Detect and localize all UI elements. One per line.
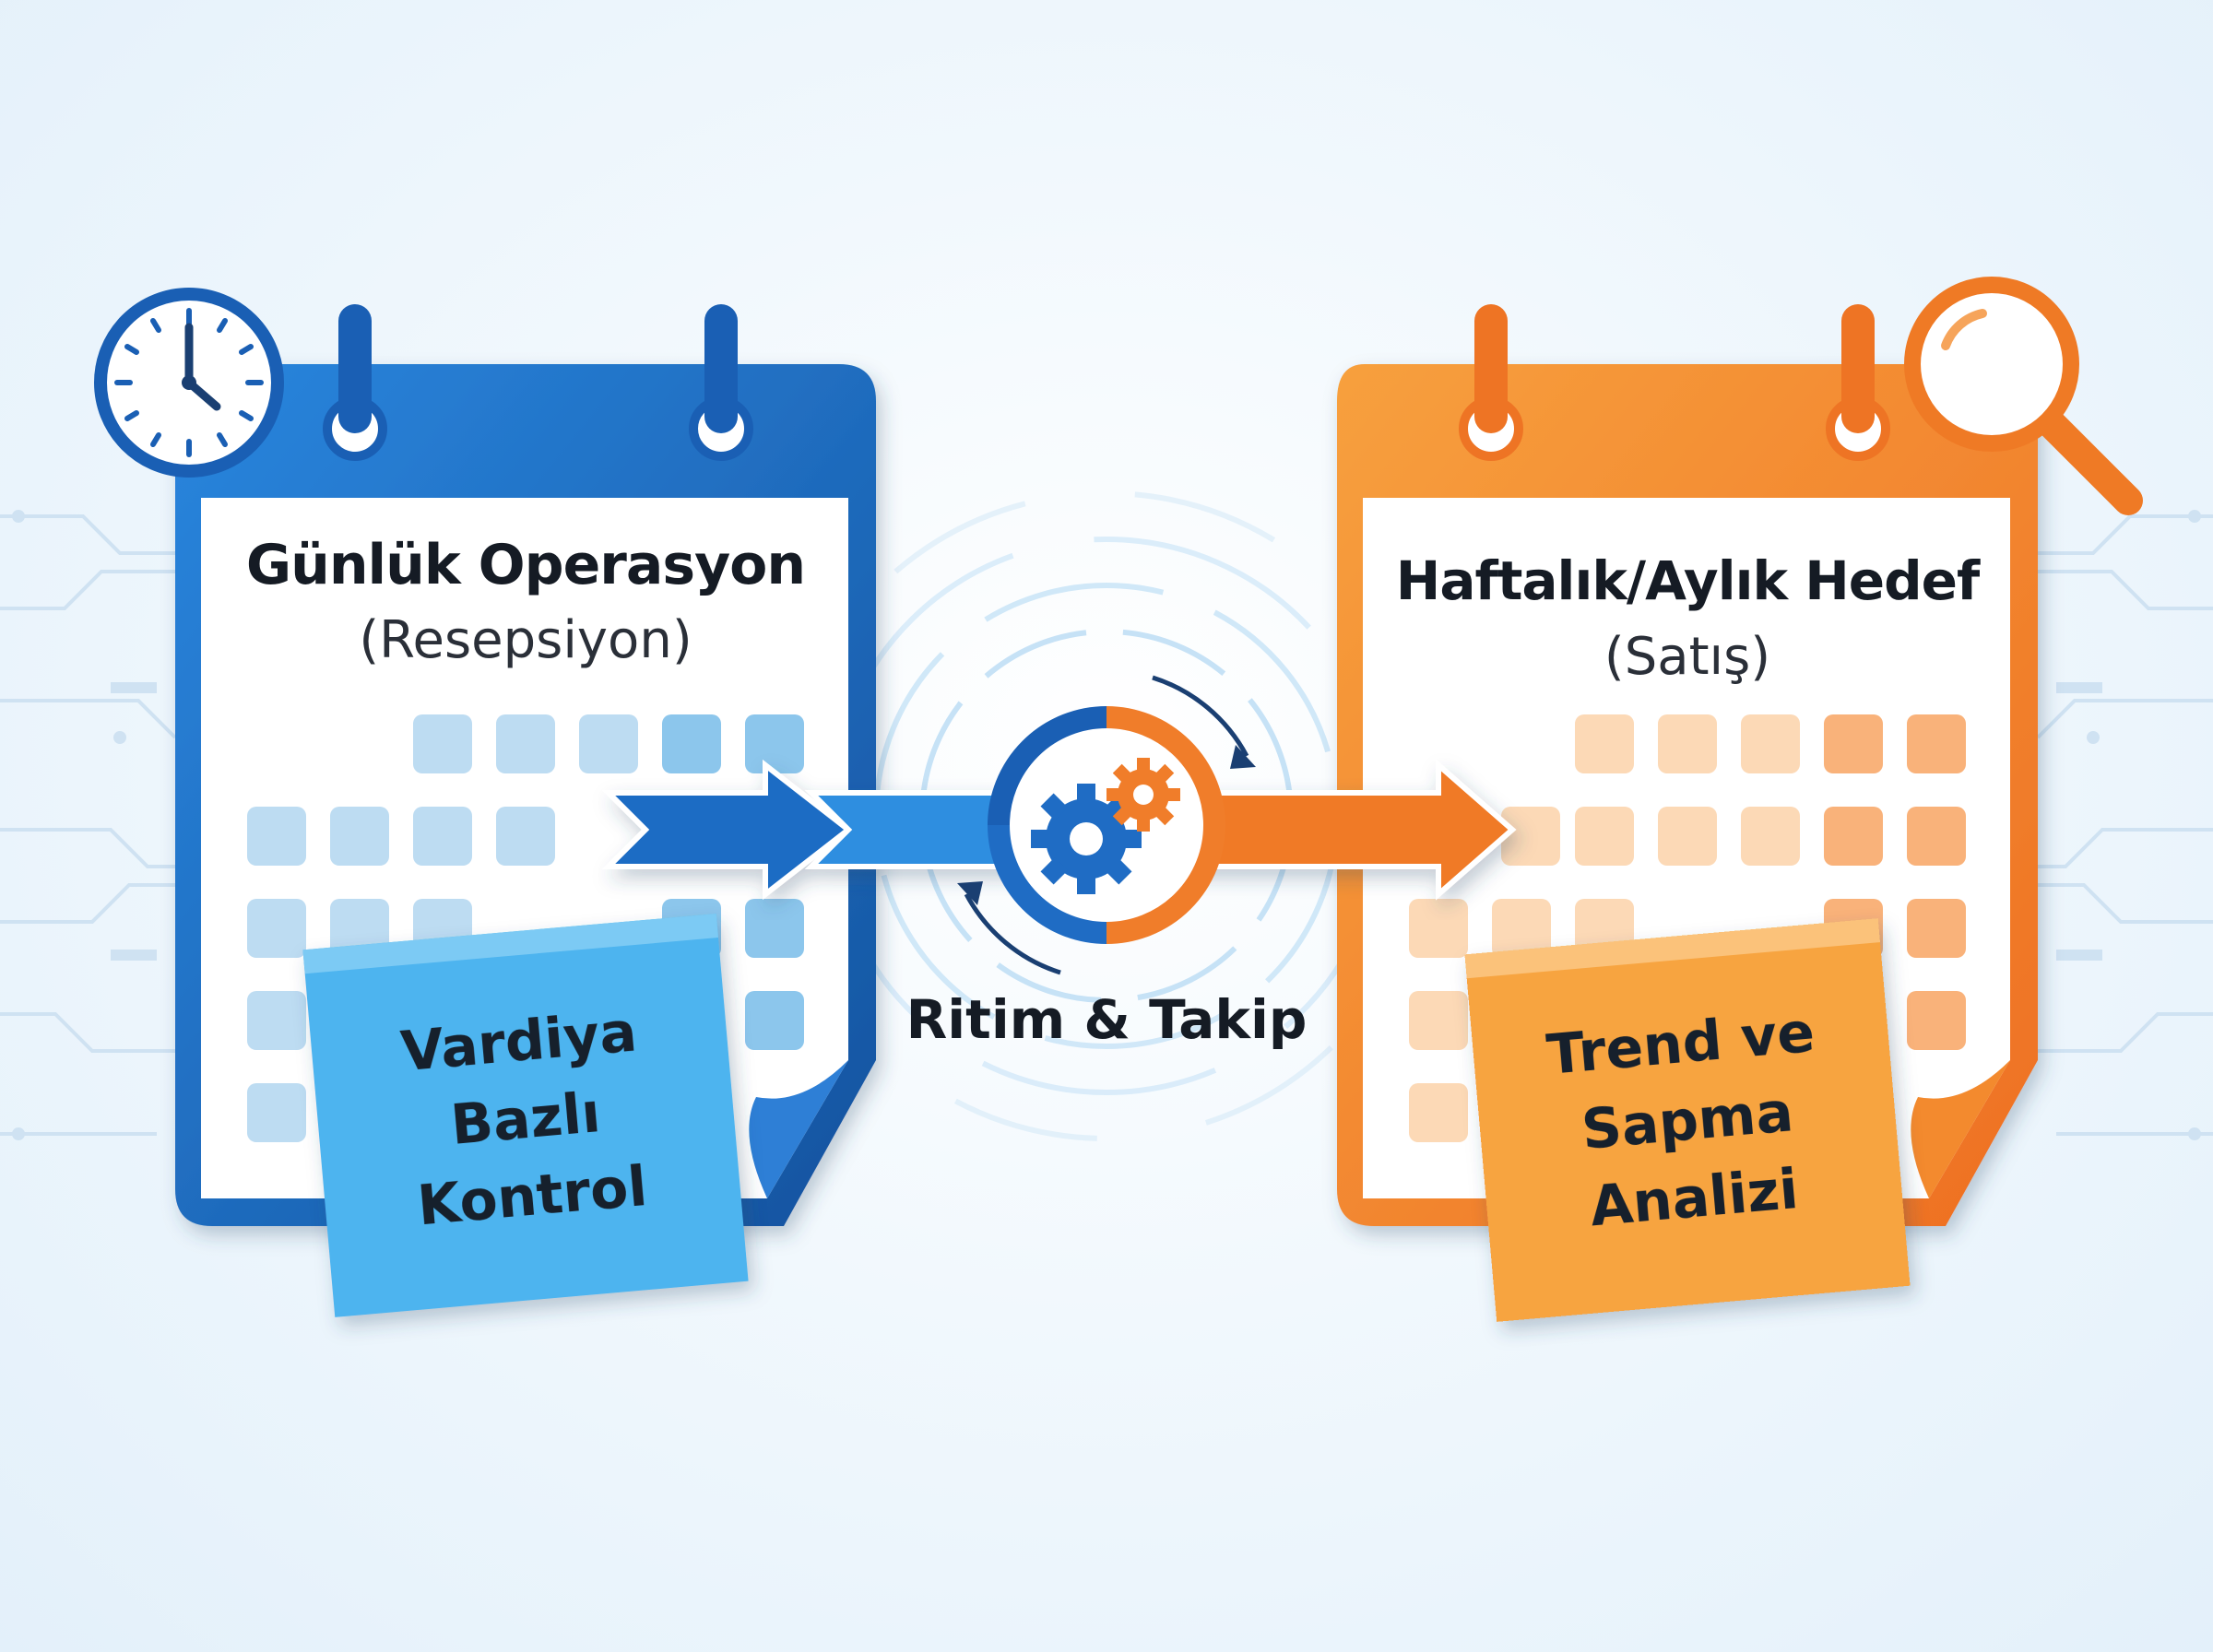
left-calendar-rings [323,304,753,461]
magnifier-icon [1904,277,2143,515]
right-calendar-rings [1459,304,1890,461]
left-calendar-title: Günlük Operasyon [245,533,806,597]
right-sticky-note [1464,918,1911,1322]
clock-icon [94,288,284,478]
flow-arrow-left [601,759,1035,901]
right-calendar-title: Haftalık/Aylık Hedef [1395,549,1980,612]
right-calendar-subtitle: (Satış) [1604,627,1771,687]
center-label: Ritim & Takip [905,988,1308,1051]
gears-cycle-icon [957,675,1256,975]
left-sticky-note [302,914,749,1317]
right-note-text: Trend ve Sapma Analizi [1471,987,1904,1255]
flow-arrow-right [1178,759,1517,901]
left-note-text: Vardiya Bazlı Kontrol [309,985,742,1253]
left-calendar-subtitle: (Resepsiyon) [359,610,692,670]
